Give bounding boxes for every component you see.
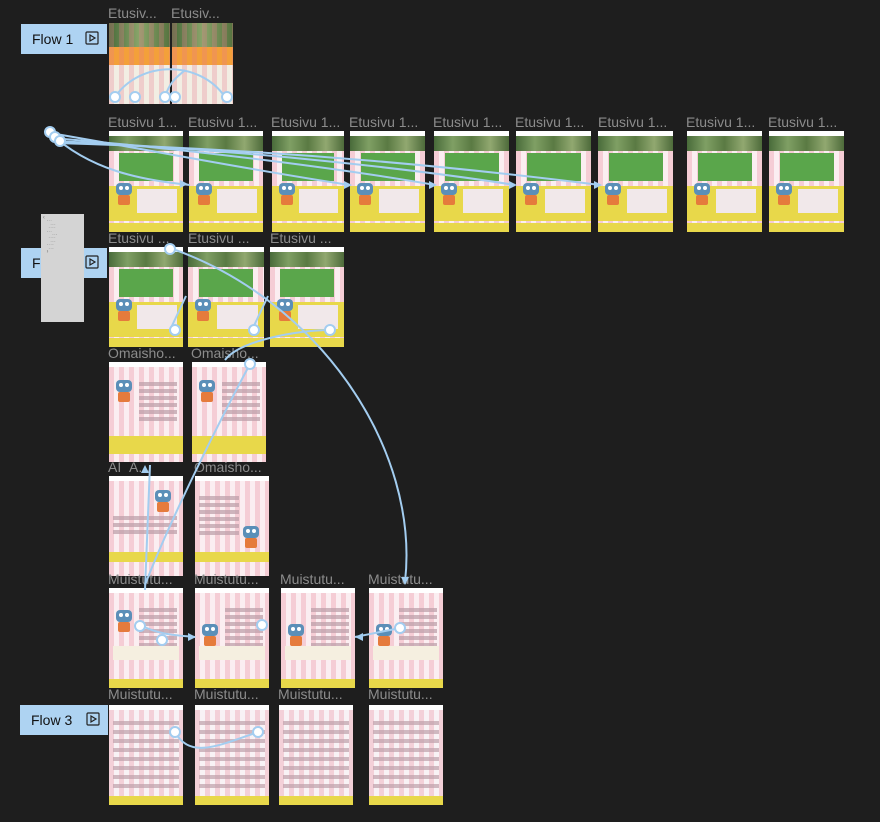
frame-title: Etusivu 1... [433, 115, 503, 129]
frame-title: Etusivu ... [188, 231, 250, 245]
frame-omaishoitaja[interactable] [109, 362, 183, 462]
frame-muistutus[interactable] [109, 705, 183, 805]
connector-handle [54, 135, 66, 147]
flow-3-label[interactable]: Flow 3 [20, 705, 108, 735]
frame-etusivu[interactable] [769, 131, 844, 232]
frame-title: Etusivu 1... [598, 115, 668, 129]
frame-title: Etusivu 1... [271, 115, 341, 129]
frame-etusivu[interactable] [350, 131, 425, 232]
frame-etusivu[interactable] [270, 247, 344, 347]
frame-title: Etusivu 1... [686, 115, 756, 129]
connector-handle [49, 131, 61, 143]
frame-muistutus[interactable] [195, 588, 269, 688]
frame-etusivu[interactable] [188, 247, 264, 347]
frame-etusivu[interactable] [598, 131, 673, 232]
play-flow-icon[interactable] [85, 255, 99, 269]
frame-title: Muistutu... [280, 572, 345, 586]
frame-etusivu[interactable] [189, 131, 263, 232]
frame-muistutus[interactable] [195, 705, 269, 805]
frame-muistutus[interactable] [109, 588, 183, 688]
connector-handle [44, 126, 56, 138]
frame-title: Omaisho... [194, 460, 262, 474]
frame-title: Etusivu 1... [188, 115, 258, 129]
frame-title: Etusiv... [171, 6, 220, 20]
frame-muistutus[interactable] [369, 588, 443, 688]
frame-omaishoitaja[interactable] [195, 476, 269, 576]
frame-ai-assistant[interactable] [109, 476, 183, 576]
frame-muistutus[interactable] [279, 705, 353, 805]
flow-label-text: Flow 3 [31, 712, 73, 728]
frame-etusivu[interactable] [109, 247, 183, 347]
code-note-lines: { --- --- ---- --- --- ---- --- ---- ---… [43, 215, 58, 254]
frame-etusivu[interactable] [687, 131, 762, 232]
frame-title: Etusiv... [108, 6, 157, 20]
frame-title: Muistutu... [194, 572, 259, 586]
frame-etusivu[interactable] [109, 131, 183, 232]
flow-1-label[interactable]: Flow 1 [21, 24, 107, 54]
frame-etusivu[interactable] [434, 131, 509, 232]
flow-label-text: Flow 1 [32, 31, 74, 47]
frame-etusivu-mobile[interactable] [172, 23, 233, 104]
frame-etusivu[interactable] [516, 131, 591, 232]
frame-title: Muistutu... [194, 687, 259, 701]
frame-title: Muistutu... [108, 687, 173, 701]
play-flow-icon[interactable] [85, 31, 99, 45]
frame-muistutus[interactable] [281, 588, 355, 688]
play-flow-icon[interactable] [86, 712, 100, 726]
frame-title: Muistutu... [368, 687, 433, 701]
frame-title: Etusivu ... [108, 231, 170, 245]
frame-title: Etusivu 1... [768, 115, 838, 129]
frame-title: Etusivu ... [270, 231, 332, 245]
code-note[interactable]: { --- --- ---- --- --- ---- --- ---- ---… [41, 214, 84, 322]
frame-etusivu[interactable] [272, 131, 344, 232]
frame-title: Muistutu... [108, 572, 173, 586]
frame-etusivu-mobile[interactable] [109, 23, 170, 104]
frame-title: Muistutu... [278, 687, 343, 701]
frame-title: Omaisho... [108, 346, 176, 360]
connector-arrowhead [355, 633, 363, 641]
frame-title: Muistutu... [368, 572, 433, 586]
frame-title: AI_A... [108, 460, 151, 474]
frame-muistutus[interactable] [369, 705, 443, 805]
frame-title: Etusivu 1... [108, 115, 178, 129]
frame-title: Etusivu 1... [349, 115, 419, 129]
frame-title: Omaisho... [191, 346, 259, 360]
frame-title: Etusivu 1... [515, 115, 585, 129]
frame-omaishoitaja[interactable] [192, 362, 266, 462]
